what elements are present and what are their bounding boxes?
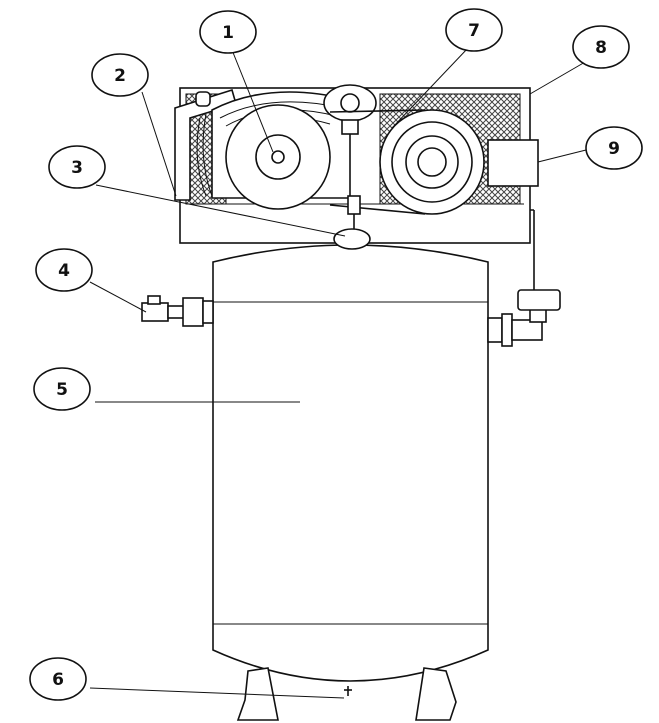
callout-6: 6 [29,657,87,701]
tank-leg-right [415,667,457,721]
electric-motor [379,109,539,215]
tank-pressure-gauge [333,195,371,250]
callout-2-label: 2 [114,66,126,86]
compressor-pump [196,91,351,210]
callout-5: 5 [33,367,91,411]
callout-3: 3 [48,145,106,189]
callout-7: 7 [445,8,503,52]
callout-2: 2 [91,53,149,97]
callout-8: 8 [572,25,630,69]
callout-8-label: 8 [595,38,607,58]
callout-5-label: 5 [56,380,68,400]
callout-6-label: 6 [52,670,64,690]
callout-7-label: 7 [468,21,480,41]
callout-3-label: 3 [71,158,83,178]
callout-9-label: 9 [608,139,620,159]
leader-lines [89,47,593,699]
callout-9: 9 [585,126,643,170]
callout-4: 4 [35,248,93,292]
safety-valve [141,295,214,327]
callout-4-label: 4 [58,261,70,281]
callout-1-label: 1 [222,23,234,43]
drain-valve [344,686,352,696]
callout-1: 1 [199,10,257,54]
belt-guard [174,88,237,201]
tank-leg-left [236,667,279,721]
tank [212,244,489,682]
